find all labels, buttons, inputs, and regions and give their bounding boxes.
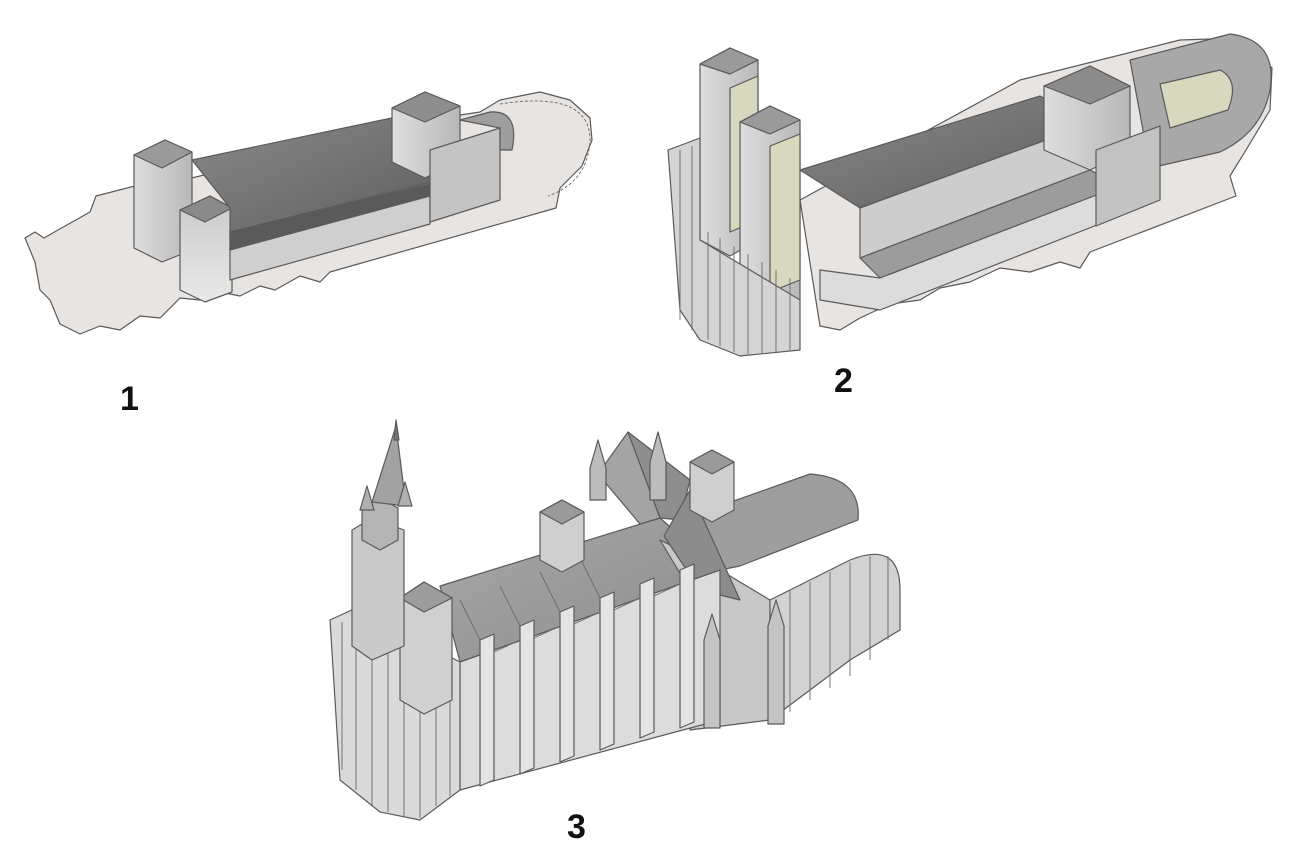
stage-3-spire-pinnacle-left bbox=[359, 485, 375, 511]
stage-3-flying-buttresses bbox=[459, 557, 681, 653]
stage-2-crossing-tower-roof bbox=[1043, 65, 1131, 105]
stage-3-west-tower-south-roof bbox=[399, 581, 453, 613]
stage-3-choir-roof bbox=[679, 473, 859, 571]
stage-1-label: 1 bbox=[120, 380, 139, 418]
stage-3-stair-tower-south-roof bbox=[539, 499, 585, 525]
stage-1-crossing-tower-roof bbox=[391, 91, 461, 123]
stage-3-pinnacle-transept bbox=[703, 613, 721, 729]
stage-1-drawing bbox=[24, 91, 593, 335]
stage-2-west-tower-right-roof bbox=[739, 105, 801, 135]
stage-3-nave-buttresses bbox=[479, 563, 695, 787]
stage-1-choir bbox=[429, 127, 501, 223]
stage-3-spire-tip bbox=[393, 419, 400, 441]
stage-2-label: 2 bbox=[834, 362, 853, 400]
stage-3-spire bbox=[371, 425, 407, 507]
stage-2-apse-ambulatory bbox=[1159, 69, 1234, 129]
stage-2-west-tower-right-olive bbox=[769, 133, 801, 293]
stage-3-drawing bbox=[329, 419, 901, 821]
stage-3-label: 3 bbox=[567, 808, 586, 846]
stage-3-pinnacle-choir bbox=[767, 599, 785, 725]
stage-3-pinnacle-crossing-2 bbox=[589, 439, 607, 501]
stage-2-west-tower-left-roof bbox=[699, 47, 759, 75]
stage-3-choir-chapels bbox=[769, 553, 901, 721]
stage-3-spire-pinnacle-right bbox=[397, 481, 413, 507]
stage-2-transept bbox=[1095, 125, 1161, 227]
stage-1-choir-apse-roof bbox=[459, 111, 515, 151]
stage-3-stair-tower-north-roof bbox=[689, 449, 735, 475]
stage-1-apse-outline bbox=[499, 100, 591, 197]
stage-2-westwork-buttresses bbox=[679, 146, 791, 354]
stage-1-west-tower-left-roof bbox=[133, 139, 193, 169]
stage-3-pinnacle-crossing-1 bbox=[649, 431, 667, 501]
stage-3-choir-buttresses bbox=[789, 556, 889, 712]
stage-2-drawing bbox=[667, 33, 1273, 357]
stage-2-westwork bbox=[667, 137, 801, 357]
